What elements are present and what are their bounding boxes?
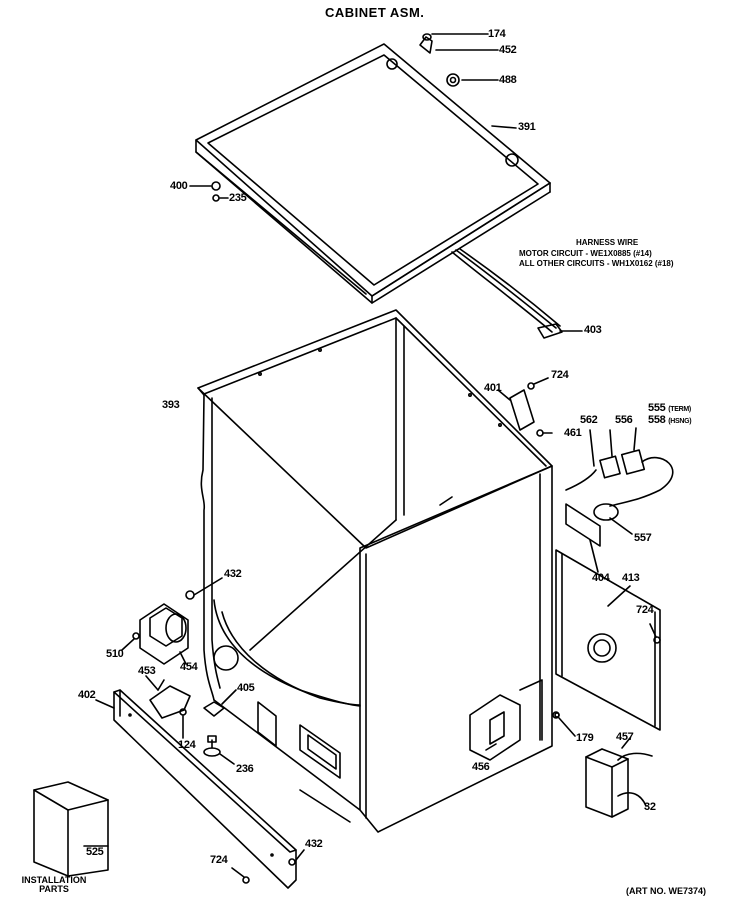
lower-right-hardware (485, 712, 653, 818)
part-label-557: 557 (634, 532, 652, 544)
part-label-236: 236 (236, 763, 254, 775)
part-label-562: 562 (580, 414, 598, 426)
part-label-488: 488 (499, 74, 517, 86)
part-label-724-top: 724 (551, 369, 569, 381)
part-label-456: 456 (472, 761, 490, 773)
harness-note-line2: ALL OTHER CIRCUITS - WH1X0162 (#18) (519, 259, 674, 268)
rear-panel (555, 549, 661, 731)
part-label-405: 405 (237, 682, 255, 694)
part-label-432-top: 432 (224, 568, 242, 580)
part-label-556: 556 (615, 414, 633, 426)
part-label-724-right: 724 (636, 604, 654, 616)
installation-line2: PARTS (39, 884, 69, 894)
part-label-413: 413 (622, 572, 640, 584)
part-label-124: 124 (178, 739, 196, 751)
harness-wire (451, 248, 583, 339)
part-label-452: 452 (499, 44, 517, 56)
installation-parts-label: INSTALLATION PARTS (18, 876, 90, 894)
part-label-393: 393 (162, 399, 180, 411)
part-label-174: 174 (488, 28, 506, 40)
part-label-391: 391 (518, 121, 536, 133)
diagram-title: CABINET ASM. (325, 5, 425, 20)
part-label-457: 457 (616, 731, 634, 743)
rear-hardware (497, 377, 674, 573)
installation-line1: INSTALLATION (21, 875, 87, 885)
part-label-555: 555 (TERM) (648, 402, 691, 414)
part-label-400: 400 (170, 180, 188, 192)
part-label-401: 401 (484, 382, 502, 394)
top-lid (195, 43, 551, 304)
cabinet (197, 309, 576, 833)
part-label-179: 179 (576, 732, 594, 744)
harness-note-line1: MOTOR CIRCUIT - WE1X0885 (#14) (519, 249, 652, 258)
lid-hardware (189, 33, 517, 202)
part-label-432-bottom: 432 (305, 838, 323, 850)
part-label-402: 402 (78, 689, 96, 701)
part-label-404: 404 (592, 572, 610, 584)
part-label-724-bottom: 724 (210, 854, 228, 866)
part-label-235: 235 (229, 192, 247, 204)
part-label-403: 403 (584, 324, 602, 336)
part-label-453: 453 (138, 665, 156, 677)
harness-note-heading: HARNESS WIRE (576, 238, 639, 247)
art-number: (ART NO. WE7374) (626, 886, 707, 896)
part-label-32: 32 (644, 801, 656, 813)
part-label-454: 454 (180, 661, 198, 673)
front-hardware (33, 577, 305, 889)
part-label-461: 461 (564, 427, 582, 439)
part-label-525: 525 (86, 846, 104, 858)
part-label-510: 510 (106, 648, 124, 660)
part-label-558: 558 (HSNG) (648, 414, 692, 426)
